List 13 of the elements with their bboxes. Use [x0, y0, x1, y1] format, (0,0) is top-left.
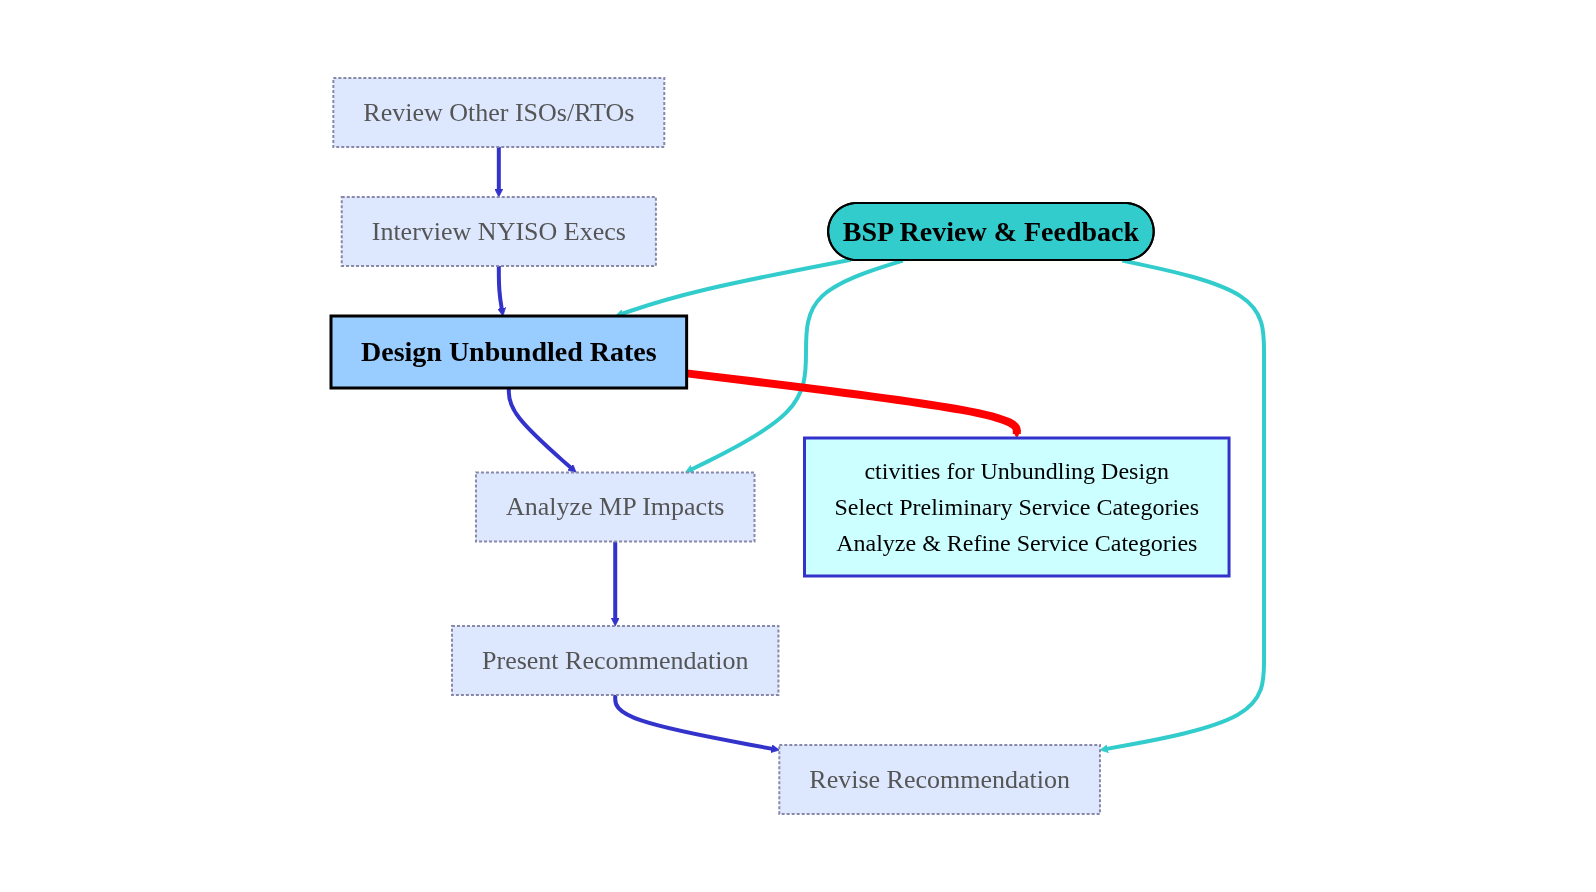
arrow [611, 541, 621, 627]
node-box: Present Recommendation [451, 625, 780, 696]
node-box: Revise Recommendation [778, 744, 1102, 815]
node-box: Review Other ISOs/RTOs [332, 77, 666, 148]
arrow [686, 369, 1022, 439]
arrow [507, 388, 578, 473]
node-box: Analyze MP Impacts [475, 471, 756, 543]
arrow [497, 266, 507, 317]
node-box: ctivities for Unbundling Design Select Preliminary Service Categories Analyze & Refine Service Categories [803, 436, 1231, 578]
arrow [1100, 258, 1267, 753]
arrow [494, 147, 504, 198]
node-box: Interview NYISO Execs [341, 196, 658, 267]
node-box: Design Unbundled Rates [329, 314, 689, 390]
